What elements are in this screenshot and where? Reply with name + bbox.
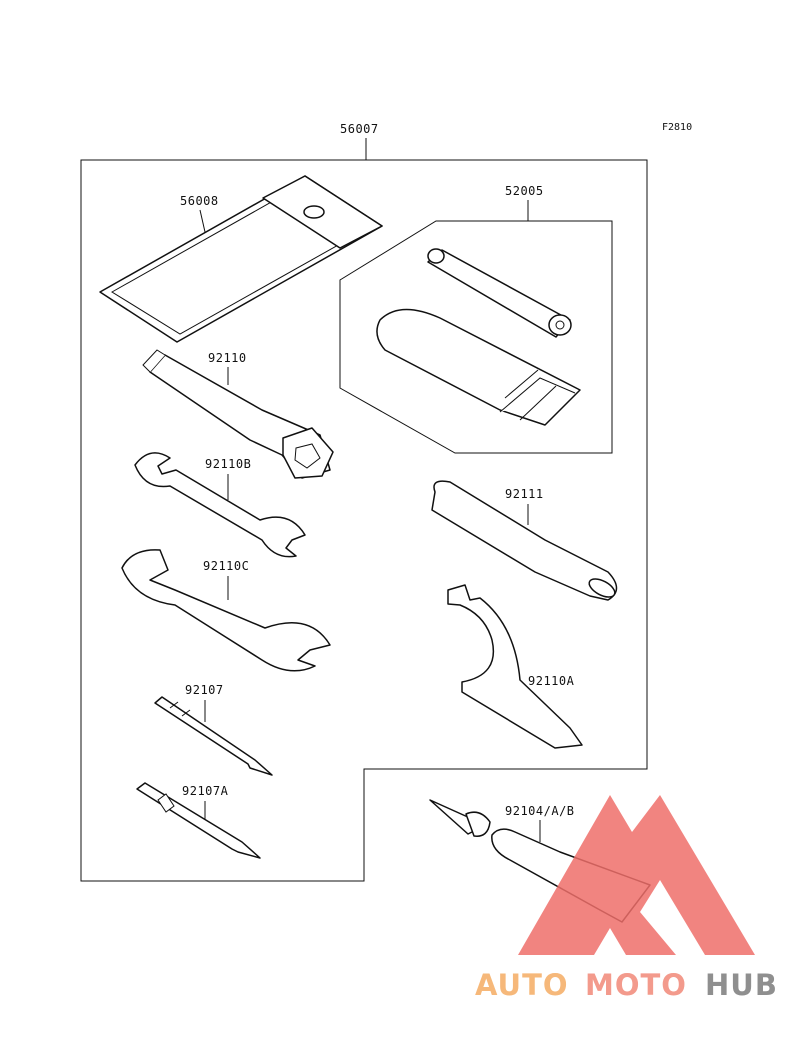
watermark-logo [518, 795, 755, 955]
watermark-text-moto: MOTO [585, 968, 687, 1002]
label-hook-wrench: 92110A [528, 674, 575, 688]
repair-kit-contents [376, 248, 581, 426]
leader-pouch [199, 209, 206, 233]
wrench-large-part [121, 549, 331, 672]
label-screwdriver-a: 92107A [182, 784, 229, 798]
hook-wrench-part [447, 584, 583, 749]
handle-pipe-part [431, 480, 618, 601]
label-wrench-large: 92110C [203, 559, 249, 573]
wrench-small-part [134, 452, 306, 558]
label-box-wrench: 92110 [208, 351, 247, 365]
label-wrench-small: 92110B [205, 457, 251, 471]
screwdriver-a-part [136, 782, 261, 859]
watermark-text-auto: AUTO [475, 968, 569, 1002]
label-repair-kit: 52005 [505, 184, 544, 198]
triangle-logo-icon [518, 795, 755, 955]
box-wrench-part [142, 349, 334, 479]
label-screwdriver: 92107 [185, 683, 224, 697]
watermark-text-hub: HUB [705, 968, 778, 1002]
repair-kit-box [339, 220, 613, 454]
label-handle-pipe: 92111 [505, 487, 544, 501]
screwdriver-part [154, 696, 273, 776]
label-tube-set: 92104/A/B [505, 804, 575, 818]
label-toolkit: 56007 [340, 122, 379, 136]
pouch-part [99, 175, 383, 343]
figure-reference: F2810 [662, 122, 692, 133]
toolkit-boundary [80, 159, 648, 882]
label-pouch: 56008 [180, 194, 219, 208]
